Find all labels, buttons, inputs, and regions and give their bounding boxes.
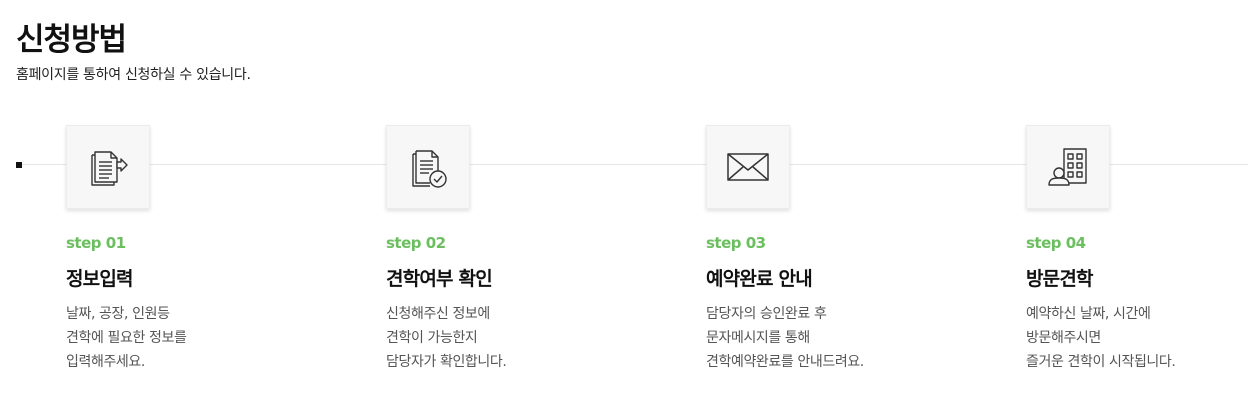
step-1-desc-line: 날짜, 공장, 인원등 [66, 306, 170, 322]
step-3-description: 담당자의 승인완료 후 문자메시지를 통해 견학예약완료를 안내드려요. [706, 302, 864, 374]
step-2-desc-line: 신청해주신 정보에 [386, 306, 490, 322]
step-4-icon-box [1026, 125, 1110, 209]
document-check-icon [412, 150, 447, 188]
step-2-icon-box [386, 125, 470, 209]
visitor-building-icon [1048, 148, 1087, 186]
step-2-desc-line: 견학이 가능한지 [386, 330, 478, 346]
envelope-icon [727, 153, 769, 181]
step-3-desc-line: 문자메시지를 통해 [706, 330, 810, 346]
step-3-desc-line: 담당자의 승인완료 후 [706, 306, 827, 322]
step-4-desc-line: 방문해주시면 [1026, 330, 1101, 346]
step-1-title: 정보입력 [66, 268, 134, 290]
step-2-description: 신청해주신 정보에 견학이 가능한지 담당자가 확인합니다. [386, 302, 507, 374]
step-3-icon-box [706, 125, 790, 209]
step-2-number: step 02 [386, 234, 446, 252]
page-title: 신청방법 [16, 22, 127, 58]
step-4-desc-line: 즐거운 견학이 시작됩니다. [1026, 354, 1176, 370]
step-4-desc-line: 예약하신 날짜, 시간에 [1026, 306, 1151, 322]
step-4-number: step 04 [1026, 234, 1086, 252]
page-subtitle: 홈페이지를 통하여 신청하실 수 있습니다. [16, 67, 251, 83]
document-send-icon [91, 151, 128, 186]
step-3-title: 예약완료 안내 [706, 268, 813, 290]
step-1-desc-line: 입력해주세요. [66, 354, 145, 370]
step-2-desc-line: 담당자가 확인합니다. [386, 354, 507, 370]
step-1-icon-box [66, 125, 150, 209]
step-4-description: 예약하신 날짜, 시간에 방문해주시면 즐거운 견학이 시작됩니다. [1026, 302, 1176, 374]
timeline-start-marker [16, 162, 22, 168]
step-2-title: 견학여부 확인 [386, 268, 493, 290]
step-4-title: 방문견학 [1026, 268, 1094, 290]
timeline-line [20, 164, 1248, 165]
step-1-description: 날짜, 공장, 인원등 견학에 필요한 정보를 입력해주세요. [66, 302, 187, 374]
step-1-desc-line: 견학에 필요한 정보를 [66, 330, 187, 346]
step-1-number: step 01 [66, 234, 126, 252]
step-3-number: step 03 [706, 234, 766, 252]
step-3-desc-line: 견학예약완료를 안내드려요. [706, 354, 864, 370]
